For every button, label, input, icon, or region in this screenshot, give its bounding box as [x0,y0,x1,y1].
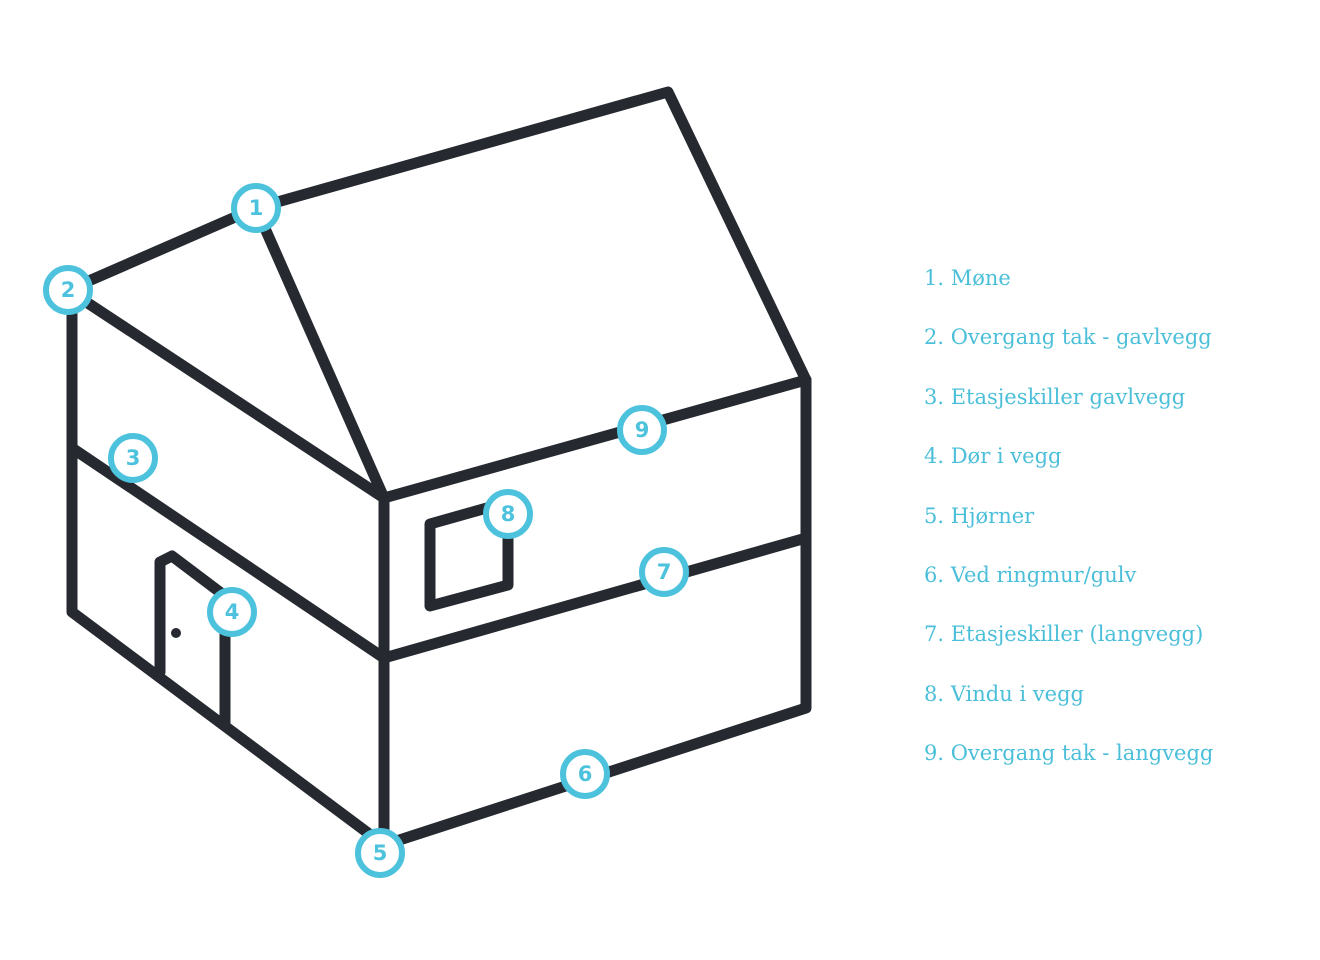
window [424,496,514,612]
marker-3: 3 [108,433,158,483]
floor-divider-gable [66,442,390,664]
legend-item: 8. Vindu i vegg [924,681,1084,706]
gable-wall [66,294,386,848]
long-wall-base [378,374,812,851]
legend-item: 3. Etasjeskiller gavlvegg [924,384,1186,409]
floor-divider-long [378,532,812,664]
svg-text:9: 9 [635,418,650,442]
marker-8: 8 [483,489,533,539]
door [154,550,231,728]
marker-2: 2 [43,265,93,315]
eave-line [378,374,812,504]
svg-text:5: 5 [373,841,388,865]
svg-text:1: 1 [249,196,264,220]
ridge-line [62,86,812,386]
marker-6: 6 [560,749,610,799]
gable-right-edge [250,202,390,504]
marker-5: 5 [355,828,405,878]
legend-item: 9. Overgang tak - langvegg [924,741,1214,766]
legend-item: 4. Dør i vegg [924,444,1062,469]
svg-text:3: 3 [126,446,141,470]
gable-left-edge [62,284,390,504]
marker-4: 4 [207,587,257,637]
legend: 1. Møne 2. Overgang tak - gavlvegg 3. Et… [924,266,1213,801]
legend-item: 7. Etasjeskiller (langvegg) [924,622,1204,647]
marker-9: 9 [617,405,667,455]
svg-text:6: 6 [578,762,593,786]
house-outline [62,86,812,851]
legend-item: 5. Hjørner [924,503,1035,528]
legend-item: 6. Ved ringmur/gulv [924,562,1137,587]
svg-text:8: 8 [501,502,516,526]
legend-item: 2. Overgang tak - gavlvegg [924,325,1212,350]
svg-text:4: 4 [225,600,240,624]
svg-text:2: 2 [61,278,76,302]
marker-7: 7 [639,547,689,597]
svg-text:7: 7 [657,560,672,584]
legend-item: 1. Møne [924,266,1011,290]
door-knob [171,628,181,638]
marker-1: 1 [231,183,281,233]
